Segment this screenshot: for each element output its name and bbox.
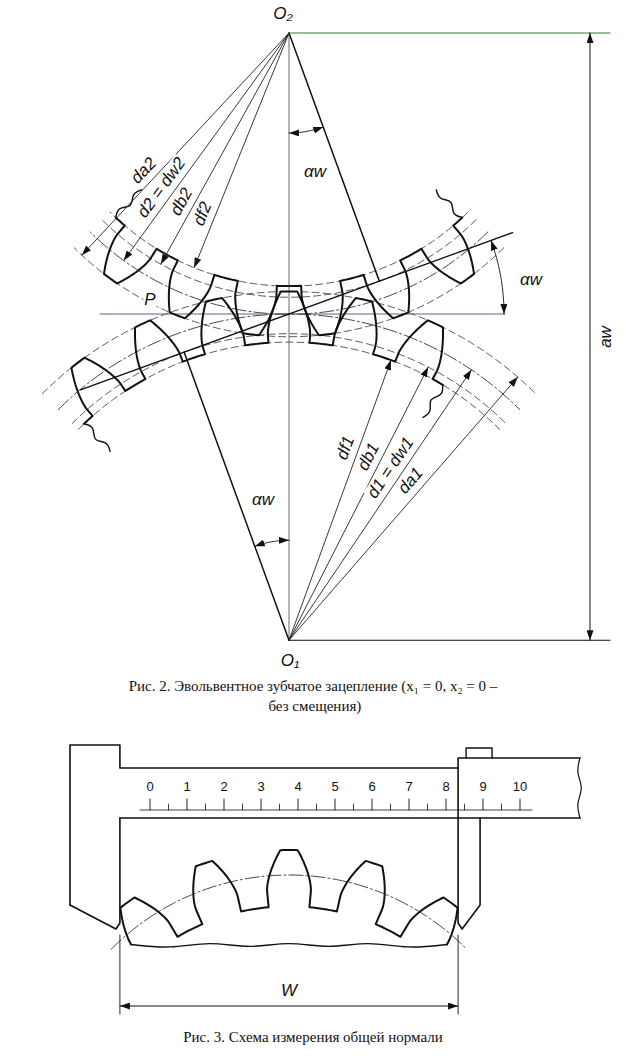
radius-line: [184, 352, 289, 640]
gear-1-profile: [71, 292, 443, 424]
scale-tick: [150, 799, 151, 810]
scale-tick: [464, 804, 465, 810]
slider-knob: [466, 748, 492, 758]
scale-tick: [261, 799, 262, 810]
scale-tick: [279, 804, 280, 810]
scale-tick: [409, 799, 410, 810]
figure-caption: Рис. 3. Схема измерения общей нормали: [102, 1028, 524, 1048]
slider: [458, 758, 580, 818]
break-line: [423, 385, 443, 418]
diameter-leader: [289, 370, 471, 640]
scale-tick: [520, 799, 521, 810]
scale-tick: [353, 804, 354, 810]
angle-label: αw: [303, 163, 327, 182]
dimension-label: aw: [597, 325, 616, 349]
scale-number: 1: [182, 780, 191, 794]
extension-line: [119, 935, 120, 1014]
line-of-action: [80, 233, 512, 390]
caliper-beam: [120, 817, 458, 819]
scale-line: [140, 810, 532, 811]
diameter-leader: [194, 33, 289, 268]
radius-line: [289, 33, 379, 281]
scale-number: 4: [293, 780, 302, 794]
scale-number: 7: [404, 780, 413, 794]
scale-number: 0: [145, 780, 154, 794]
break-line: [436, 190, 462, 218]
scale-number: 10: [512, 780, 528, 794]
common-tangent: [100, 314, 505, 315]
gear-2-profile: [104, 218, 474, 336]
extension-line: [289, 33, 610, 34]
break-line: [131, 944, 447, 947]
scale-number: 8: [441, 780, 450, 794]
scale-tick: [390, 804, 391, 810]
diameter-leader: [161, 33, 289, 264]
extension-line: [289, 640, 610, 641]
scale-tick: [446, 799, 447, 810]
scale-tick: [224, 799, 225, 810]
scale-tick: [316, 804, 317, 810]
dimension-label: W: [280, 982, 298, 1001]
center-label: O₁: [280, 652, 301, 671]
fixed-jaw: [70, 818, 120, 929]
scale-number: 2: [219, 780, 228, 794]
extension-line: [458, 935, 459, 1014]
scale-tick: [187, 799, 188, 810]
measured-gear-profile: [120, 850, 457, 945]
caliper-beam: [70, 745, 458, 905]
pitch-point-label: P: [143, 291, 156, 310]
pitch-circle: [111, 875, 467, 949]
scale-tick: [168, 804, 169, 810]
scale-tick: [335, 799, 336, 810]
scale-tick: [298, 799, 299, 810]
scale-tick: [242, 804, 243, 810]
scale-tick: [483, 799, 484, 810]
diameter-label: df2: [189, 199, 216, 230]
diameter-label: df1: [333, 433, 359, 463]
diameter-leader: [82, 33, 289, 255]
dimension-line: [120, 1006, 458, 1007]
scale-tick: [205, 804, 206, 810]
scale-tick: [501, 804, 502, 810]
diameter-leader: [289, 377, 518, 640]
scale-number: 5: [330, 780, 339, 794]
angle-label: αw: [251, 491, 275, 510]
angle-label: αw: [519, 271, 543, 290]
slider: [458, 817, 580, 819]
scale-number: 6: [367, 780, 376, 794]
figure-caption: Рис. 2. Эвольвентное зубчатое зацепление…: [102, 677, 524, 716]
scale-number: 9: [478, 780, 487, 794]
break-line: [84, 424, 110, 452]
dimension-line: [590, 33, 591, 640]
angle-arc: [289, 127, 323, 133]
scale-number: 3: [256, 780, 265, 794]
angle-arc: [255, 540, 289, 546]
diameter-leader: [124, 33, 289, 261]
break-line: [578, 758, 582, 818]
moving-jaw: [458, 818, 480, 929]
center-line: [289, 33, 290, 640]
scale-tick: [427, 804, 428, 810]
center-label: O₂: [272, 5, 294, 24]
scale-tick: [372, 799, 373, 810]
angle-arc: [491, 240, 504, 314]
